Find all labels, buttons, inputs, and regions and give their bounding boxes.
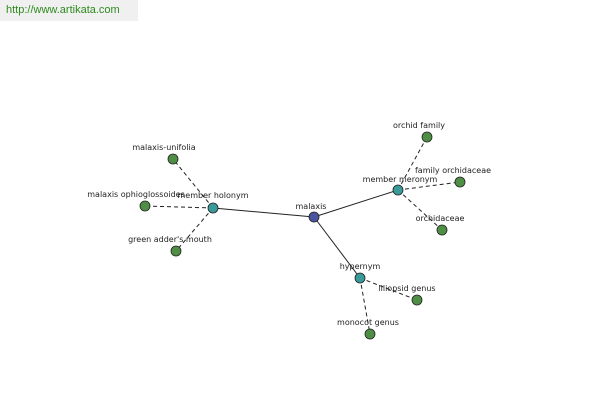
leaf-node-malaxis-ophioglossoides[interactable] [139, 200, 151, 212]
edge-malaxis-member-holonym [212, 207, 315, 218]
label-orchid-family[interactable]: orchid family [393, 121, 445, 130]
leaf-node-orchid-family[interactable] [421, 131, 433, 143]
relation-node-member-holonym[interactable] [207, 202, 219, 214]
edge-member-holonym-green-adders-mouth [175, 207, 214, 252]
edge-member-meronym-family-orchidaceae [397, 181, 461, 191]
leaf-node-malaxis-unifolia[interactable] [167, 153, 179, 165]
graph-edges [144, 136, 461, 335]
relation-node-hypernym[interactable] [354, 272, 366, 284]
edge-member-meronym-orchidaceae [397, 189, 443, 231]
label-member-holonym[interactable]: member holonym [177, 191, 248, 200]
label-family-orchidaceae[interactable]: family orchidaceae [415, 166, 491, 175]
edge-hypernym-liliopsid-genus [359, 277, 418, 301]
edge-member-holonym-malaxis-ophioglossoides [144, 205, 214, 209]
relation-node-member-meronym[interactable] [392, 184, 404, 196]
label-monocot-genus[interactable]: monocot genus [337, 318, 399, 327]
site-url-banner[interactable]: http://www.artikata.com [0, 0, 138, 21]
label-green-adders-mouth[interactable]: green adder's mouth [128, 235, 212, 244]
edge-member-holonym-malaxis-unifolia [172, 158, 214, 209]
graph-labels: member holonym malaxis-unifolia malaxis op… [87, 121, 491, 327]
leaf-node-green-adders-mouth[interactable] [170, 245, 182, 257]
label-liliopsid-genus[interactable]: liliopsid genus [378, 284, 435, 293]
label-orchidaceae[interactable]: orchidaceae [416, 214, 465, 223]
leaf-node-orchidaceae[interactable] [436, 224, 448, 236]
edge-member-meronym-orchid-family [397, 136, 428, 191]
center-node-malaxis[interactable] [308, 211, 320, 223]
edge-malaxis-hypernym [313, 216, 361, 279]
graph-nodes [139, 131, 466, 340]
label-member-meronym[interactable]: member meronym [363, 175, 438, 184]
leaf-node-family-orchidaceae[interactable] [454, 176, 466, 188]
label-malaxis-unifolia[interactable]: malaxis-unifolia [132, 143, 195, 152]
edge-malaxis-member-meronym [313, 189, 399, 218]
leaf-node-liliopsid-genus[interactable] [411, 294, 423, 306]
label-malaxis-ophioglossoides[interactable]: malaxis ophioglossoides [87, 190, 184, 199]
edge-hypernym-monocot-genus [359, 277, 371, 335]
label-hypernym[interactable]: hypernym [340, 262, 381, 271]
label-malaxis[interactable]: malaxis [296, 202, 327, 211]
leaf-node-monocot-genus[interactable] [364, 328, 376, 340]
